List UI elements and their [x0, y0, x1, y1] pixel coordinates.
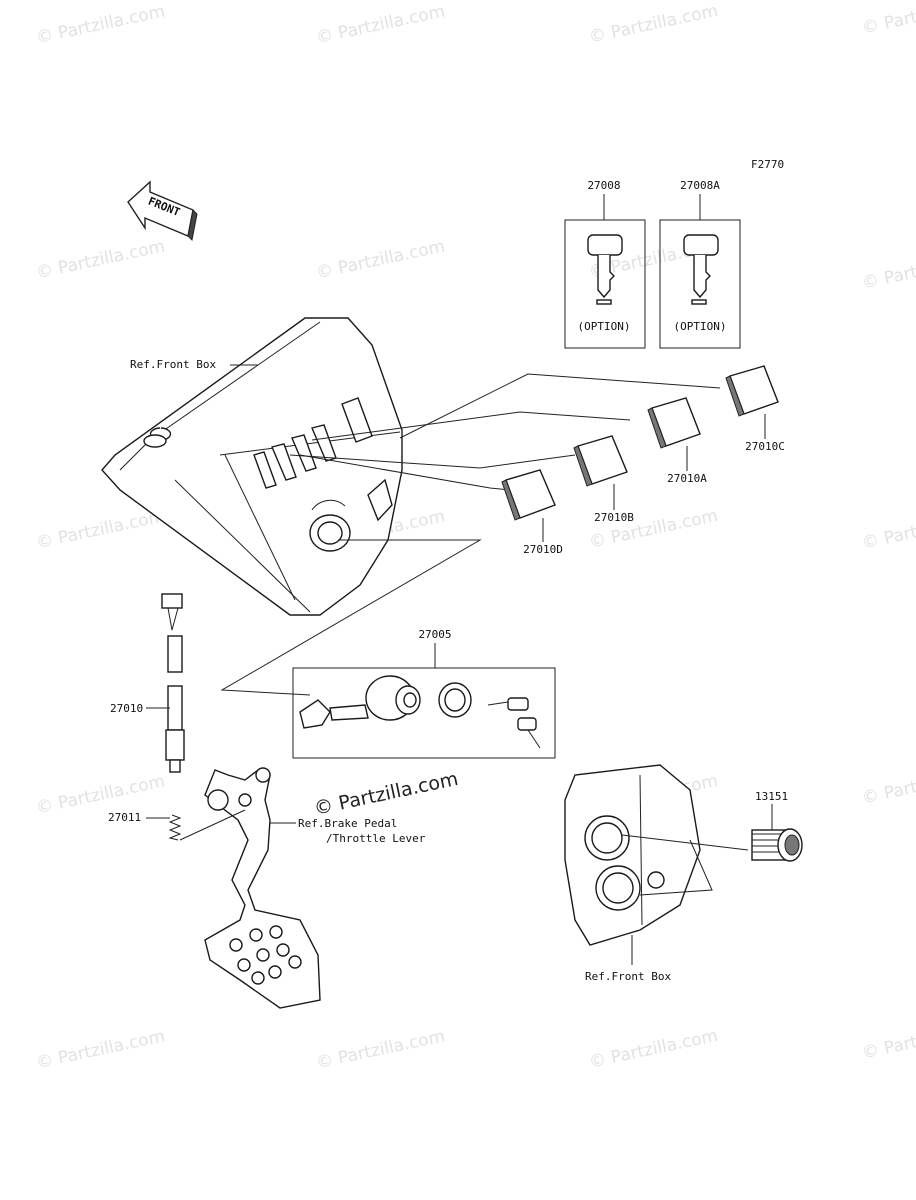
- figure-code: F2770: [751, 158, 784, 171]
- watermark: © Partzilla.com: [34, 506, 166, 553]
- brake-pedal: [179, 767, 321, 1009]
- key-27008: 27008 (OPTION): [564, 179, 646, 349]
- pedal-pad: [229, 925, 302, 985]
- part-label-27008a: 27008A: [680, 179, 720, 192]
- part-label-27011: 27011: [108, 811, 141, 824]
- part-label-27010d: 27010D: [523, 543, 563, 556]
- watermark: © Partzilla.com: [314, 236, 446, 283]
- part-label-27010: 27010: [110, 702, 143, 715]
- rocker-switch-27010d: 27010D: [501, 469, 563, 556]
- watermark: © Partzilla.com: [860, 247, 916, 294]
- ignition-switch-kit-27005: 27005: [292, 628, 556, 759]
- watermark: © Partzilla.com: [860, 1017, 916, 1064]
- brake-switch-27010: 27010: [110, 593, 185, 773]
- front-arrow-icon: FRONT: [127, 180, 198, 242]
- watermark: © Partzilla.com: [860, 0, 916, 39]
- watermark: © Partzilla.com: [587, 1026, 719, 1073]
- spring-27011: 27011: [108, 811, 182, 841]
- watermark: © Partzilla.com: [34, 236, 166, 283]
- watermark: © Partzilla.com: [314, 1026, 446, 1073]
- watermark: © Partzilla.com: [34, 1026, 166, 1073]
- watermark: © Partzilla.com: [860, 507, 916, 554]
- front-box-lower: [564, 764, 749, 965]
- switch-leaders: [220, 373, 721, 696]
- part-label-13151: 13151: [755, 790, 788, 803]
- center-watermark: © Partzilla.com: [312, 768, 460, 820]
- ref-brake-pedal-label-1: Ref.Brake Pedal: [298, 817, 397, 830]
- watermark: © Partzilla.com: [34, 771, 166, 818]
- rocker-switch-27010b: 27010B: [573, 435, 634, 524]
- part-label-27010a: 27010A: [667, 472, 707, 485]
- part-label-27005: 27005: [418, 628, 451, 641]
- key-icon: [587, 234, 623, 305]
- ref-front-box-bottom-label: Ref.Front Box: [585, 970, 671, 983]
- part-label-27010b: 27010B: [594, 511, 634, 524]
- option-label: (OPTION): [674, 320, 727, 333]
- watermark: © Partzilla.com: [587, 1, 719, 48]
- power-socket-13151: 13151: [751, 790, 803, 862]
- ref-front-box-top-label: Ref.Front Box: [130, 358, 216, 371]
- watermark: © Partzilla.com: [314, 1, 446, 48]
- watermark: © Partzilla.com: [34, 1, 166, 48]
- rocker-switch-27010a: 27010A: [647, 397, 707, 485]
- key-icon: [683, 234, 719, 305]
- watermark: © Partzilla.com: [860, 762, 916, 809]
- part-label-27010c: 27010C: [745, 440, 785, 453]
- rocker-switch-27010c: 27010C: [725, 365, 785, 453]
- part-label-27008: 27008: [587, 179, 620, 192]
- option-label: (OPTION): [578, 320, 631, 333]
- key-27008a: 27008A (OPTION): [659, 179, 741, 349]
- ref-brake-pedal-label-2: /Throttle Lever: [326, 832, 426, 845]
- front-box-dashboard: [101, 317, 403, 616]
